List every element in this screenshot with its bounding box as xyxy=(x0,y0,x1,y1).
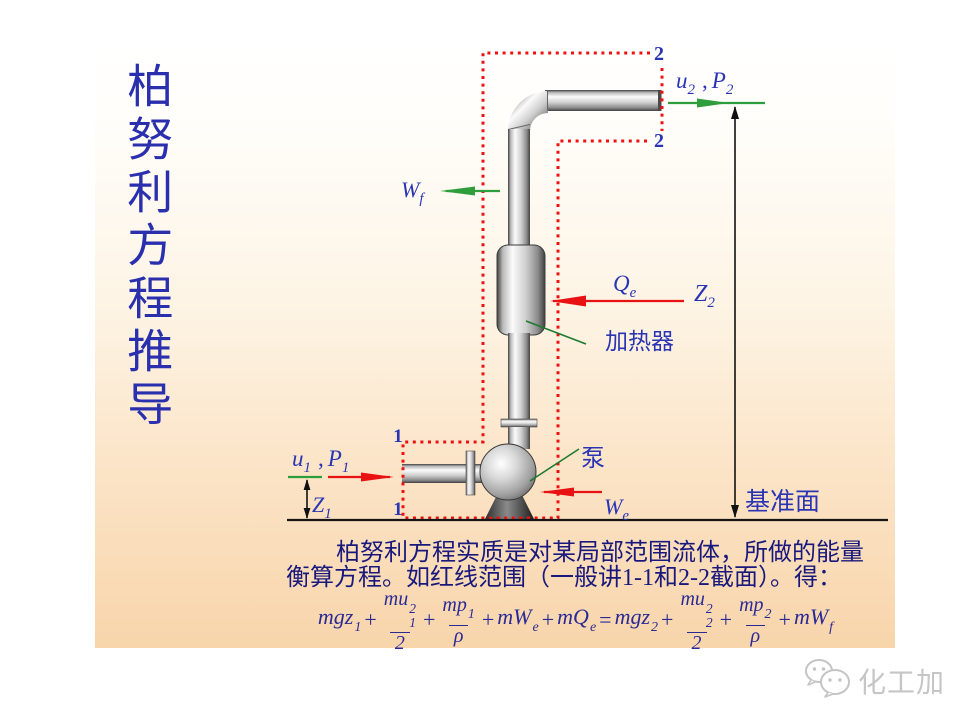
pump-body xyxy=(479,443,537,501)
red-energy-arrows xyxy=(328,295,684,497)
datum-plane-label: 基准面 xyxy=(745,489,821,516)
shaft-work-label: We xyxy=(604,494,629,524)
elevation-1-label: Z1 xyxy=(312,492,332,522)
watermark-text: 化工加 xyxy=(858,667,946,699)
body-text-line-2: 衡算方程。如红线范围（一般讲1-1和2-2截面）。得： xyxy=(286,565,842,591)
pump-base xyxy=(485,493,534,519)
heater-leader-line xyxy=(525,320,587,345)
pump-label: 泵 xyxy=(581,446,605,472)
pump-leader-line xyxy=(529,448,580,482)
section-2-label-top: 2 xyxy=(654,43,664,65)
outlet-velocity-pressure-label: u2,P2 xyxy=(676,68,734,98)
green-flow-arrows xyxy=(288,98,765,482)
section-1-label-bottom: 1 xyxy=(393,499,403,520)
control-volume-boundary xyxy=(401,51,664,520)
heater-label: 加热器 xyxy=(605,329,674,354)
watermark: 化工加 xyxy=(802,656,945,705)
elevation-2-label: Z2 xyxy=(694,281,715,311)
section-1-label-top: 1 xyxy=(393,426,403,447)
inlet-velocity-pressure-label: u1,P1 xyxy=(292,446,350,476)
page-title: 柏努利方程推导 xyxy=(121,62,173,433)
body-text-line-1: 柏努利方程实质是对某局部范围流体，所做的能量 xyxy=(336,540,864,566)
wechat-icon xyxy=(802,656,852,705)
heater-vessel xyxy=(496,244,546,336)
dimension-arrows xyxy=(303,106,739,519)
piping xyxy=(402,90,662,519)
slide-background xyxy=(95,44,895,648)
friction-work-label: Wf xyxy=(401,177,424,207)
heat-input-label: Qe xyxy=(613,271,637,301)
section-2-label-bottom: 2 xyxy=(654,130,664,152)
